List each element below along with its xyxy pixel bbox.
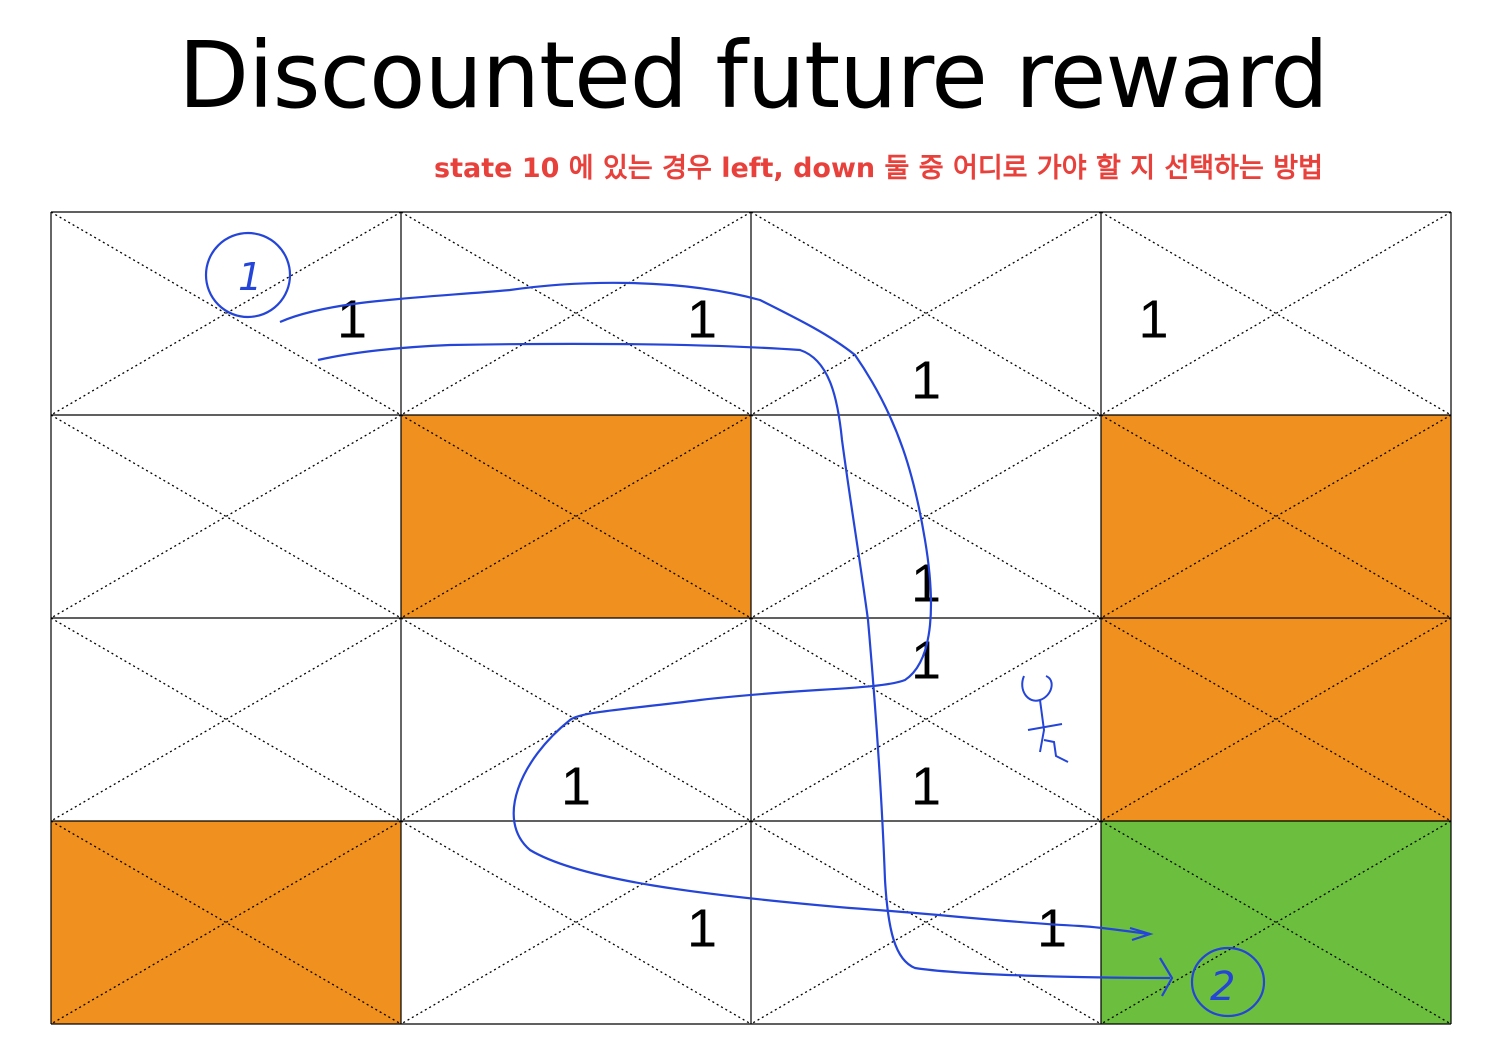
grid-cell-hole-3-0	[51, 821, 401, 1024]
q-value-label: 1	[911, 350, 941, 410]
q-value-label: 1	[911, 631, 941, 691]
grid-cell-empty-2-0	[51, 618, 401, 821]
agent-stick-figure	[1021, 675, 1069, 763]
path-upper-route	[279, 281, 1151, 936]
circle-1-label: 1	[238, 255, 262, 299]
q-value-label: 1	[337, 290, 367, 350]
grid-cell-hole-2-3	[1101, 618, 1451, 821]
circle-1-ring	[204, 231, 292, 319]
grid-cell-empty-3-1	[401, 821, 751, 1024]
arrow-head-upper	[1129, 926, 1154, 942]
q-value-label: 1	[687, 899, 717, 959]
q-value-label: 1	[1037, 899, 1067, 959]
grid-cell-empty-0-2	[751, 212, 1101, 415]
grid-cell-empty-1-2	[751, 415, 1101, 618]
arrow-head-lower	[1159, 957, 1174, 997]
subtitle-note: state 10 에 있는 경우 left, down 둘 중 어디로 가야 할…	[434, 153, 1323, 184]
grid-cell-empty-0-0	[51, 212, 401, 415]
q-value-label: 1	[561, 756, 591, 816]
path-lower-route	[317, 342, 1171, 980]
grid-cell-empty-1-0	[51, 415, 401, 618]
circle-2-ring	[1190, 946, 1266, 1018]
handwritten-annotations: 1 2	[204, 231, 1266, 1018]
page-title: Discounted future reward	[178, 22, 1329, 129]
q-value-label: 1	[687, 290, 717, 350]
q-value-label: 1	[911, 553, 941, 613]
q-value-label: 1	[1139, 290, 1169, 350]
grid-cell-goal-3-3	[1101, 821, 1451, 1024]
circle-2-label: 2	[1210, 964, 1235, 1010]
grid-cell-empty-0-1	[401, 212, 751, 415]
grid-cell-hole-1-3	[1101, 415, 1451, 618]
grid-cell-empty-2-1	[401, 618, 751, 821]
grid-cell-empty-0-3	[1101, 212, 1451, 415]
q-value-label: 1	[911, 756, 941, 816]
grid-cell-hole-1-1	[401, 415, 751, 618]
grid-cell-empty-3-2	[751, 821, 1101, 1024]
